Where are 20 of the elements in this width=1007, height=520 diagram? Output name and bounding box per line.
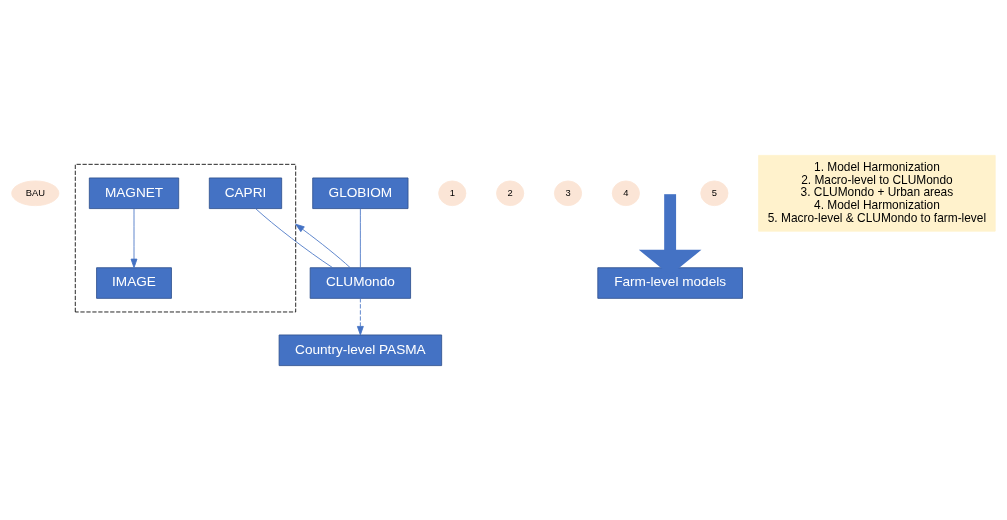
node-circle: 5 <box>700 180 729 206</box>
node-box: Farm-level models <box>597 266 743 299</box>
cluster <box>74 163 297 312</box>
node-box: 1. Model Harmonization 2. Macro-level to CLUMondo 3. CLUMondo + Urban areas 4. Model Harmonization 5. Macro-level & CLUMondo to farm-level <box>758 154 996 232</box>
node-box: Country-level PASMA <box>278 334 443 366</box>
node-circle: 2 <box>496 180 525 206</box>
node-circle: 4 <box>611 180 640 206</box>
node-circle: 3 <box>553 180 583 206</box>
node-box: IMAGE <box>96 266 172 299</box>
arrow <box>130 207 138 268</box>
connector <box>359 207 361 268</box>
node-box: CAPRI <box>208 177 283 209</box>
connector <box>255 207 333 268</box>
node-box: MAGNET <box>88 177 180 209</box>
node-ellipse: BAU <box>11 180 60 206</box>
node-circle: 1 <box>438 180 467 206</box>
node-box: CLUMondo <box>309 266 411 299</box>
node-box: GLOBIOM <box>312 177 409 209</box>
arrow <box>295 223 351 268</box>
arrow <box>356 297 364 335</box>
